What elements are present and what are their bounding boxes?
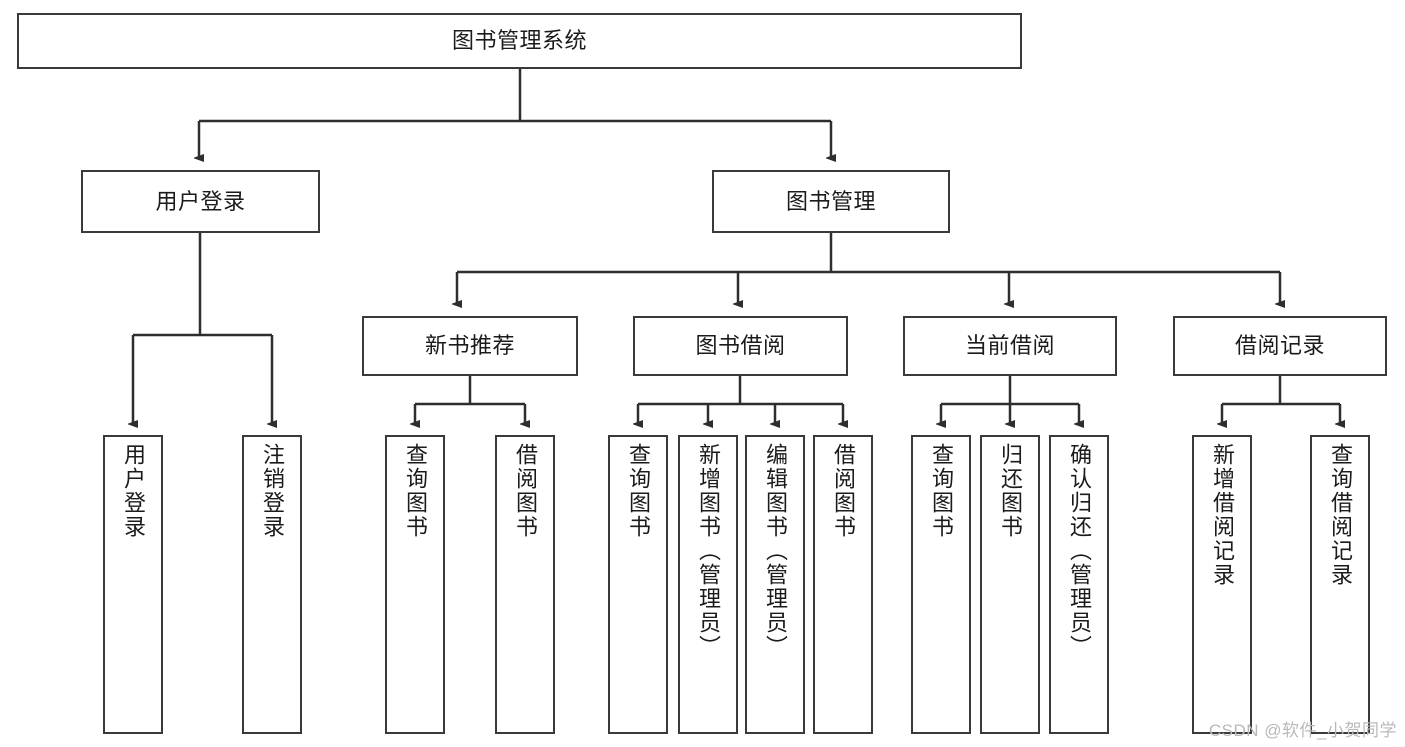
leaf-current-confirm-return[interactable]: 确认归还（管理员）	[1049, 435, 1109, 734]
leaf-recommend-borrow-book[interactable]: 借阅图书	[495, 435, 555, 734]
node-label: 用户登录	[155, 188, 246, 214]
leaf-borrow-edit-book[interactable]: 编辑图书（管理员）	[745, 435, 805, 734]
node-label: 查询图书	[929, 443, 954, 539]
node-label: 确认归还（管理员）	[1067, 443, 1092, 659]
node-label: 新书推荐	[424, 333, 515, 359]
node-label: 归还图书	[998, 443, 1023, 539]
node-new-book-recommend[interactable]: 新书推荐	[362, 316, 578, 376]
node-book-borrow[interactable]: 图书借阅	[633, 316, 848, 376]
node-label: 当前借阅	[964, 333, 1055, 359]
node-label: 图书管理系统	[451, 28, 587, 54]
leaf-borrow-borrow-book[interactable]: 借阅图书	[813, 435, 873, 734]
node-label: 注销登录	[260, 443, 285, 539]
leaf-recommend-query-book[interactable]: 查询图书	[385, 435, 445, 734]
node-book-management[interactable]: 图书管理	[712, 170, 950, 233]
node-label: 借阅图书	[513, 443, 538, 539]
node-label: 图书管理	[785, 188, 876, 214]
node-label: 图书借阅	[695, 333, 786, 359]
leaf-user-login-login[interactable]: 用户登录	[103, 435, 163, 734]
node-label: 查询图书	[626, 443, 651, 539]
node-root-system[interactable]: 图书管理系统	[17, 13, 1022, 69]
node-label: 借阅图书	[831, 443, 856, 539]
node-label: 用户登录	[121, 443, 146, 539]
node-label: 借阅记录	[1234, 333, 1325, 359]
node-label: 查询图书	[403, 443, 428, 539]
node-user-login[interactable]: 用户登录	[81, 170, 320, 233]
leaf-user-login-logout[interactable]: 注销登录	[242, 435, 302, 734]
node-label: 查询借阅记录	[1328, 443, 1353, 587]
leaf-record-add-record[interactable]: 新增借阅记录	[1192, 435, 1252, 734]
leaf-record-query-record[interactable]: 查询借阅记录	[1310, 435, 1370, 734]
node-label: 新增图书（管理员）	[696, 443, 721, 659]
watermark-text: CSDN @软件_小贺同学	[1208, 721, 1397, 740]
node-label: 新增借阅记录	[1210, 443, 1235, 587]
leaf-current-query-book[interactable]: 查询图书	[911, 435, 971, 734]
node-current-borrow[interactable]: 当前借阅	[903, 316, 1117, 376]
node-borrow-record[interactable]: 借阅记录	[1173, 316, 1387, 376]
leaf-borrow-query-book[interactable]: 查询图书	[608, 435, 668, 734]
node-label: 编辑图书（管理员）	[763, 443, 788, 659]
leaf-current-return-book[interactable]: 归还图书	[980, 435, 1040, 734]
leaf-borrow-add-book[interactable]: 新增图书（管理员）	[678, 435, 738, 734]
